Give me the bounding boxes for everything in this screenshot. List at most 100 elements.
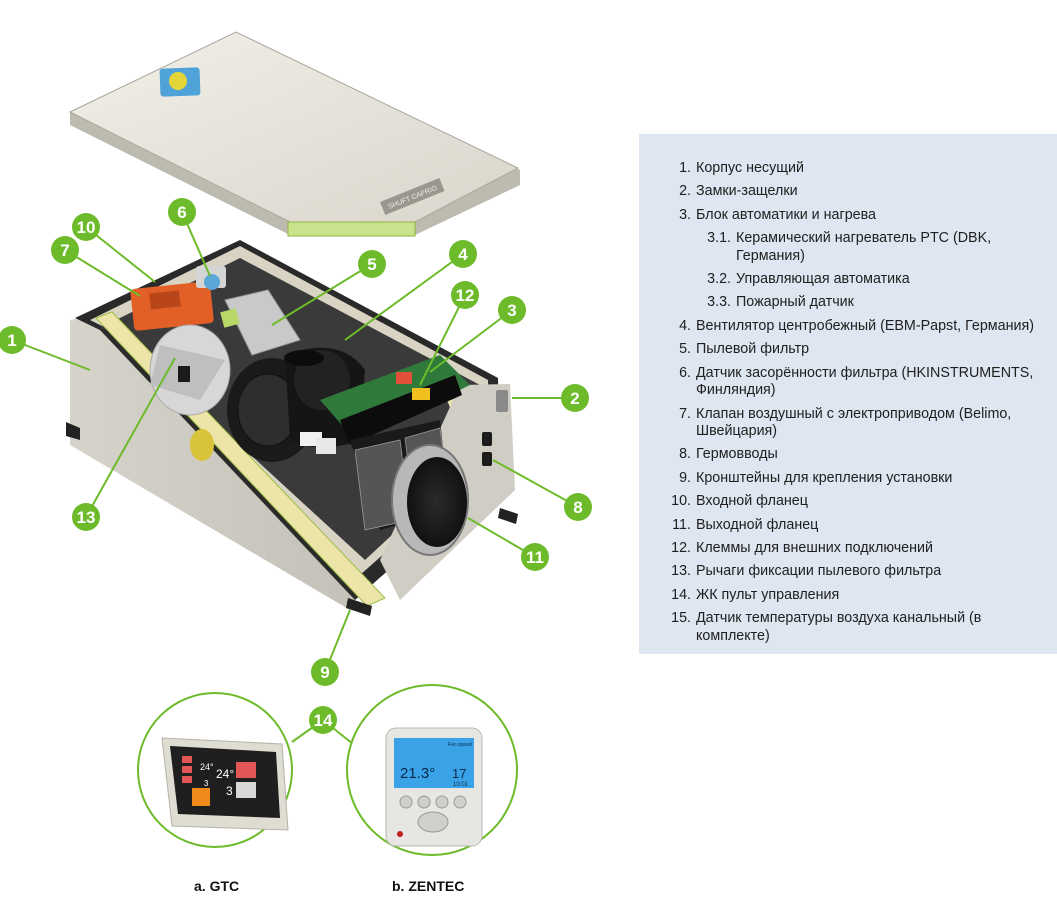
zentec-screen-small: 10:01 [453,782,469,788]
legend-item: 3.1. Керамический нагреватель PTC (DBK, Г… [639,230,1057,265]
legend-item-number: 3.3. [707,294,731,311]
legend-item-text: Корпус несущий [696,160,804,176]
legend-item: 11. Выходной фланец [639,517,1057,535]
cable-gland-1 [482,432,492,446]
legend-item: 3.3. Пожарный датчик [639,294,1057,312]
legend-item-number: 7. [679,405,691,422]
caption-zentec: b. ZENTEC [392,878,465,894]
unit-lid: SHUFT CAPRIO [68,31,520,237]
gtc-screen-t1: 24° [200,762,214,772]
legend-item-number: 11. [672,516,691,533]
callout-5: 5 [358,250,386,278]
caption-gtc: a. GTC [194,878,240,894]
callout-9: 9 [311,658,339,686]
legend-panel: 1. Корпус несущий 2. Замки-защелки 3. Блок ав… [639,134,1057,654]
legend-item-text: Кронштейны для крепления установки [696,469,953,486]
legend-item-number: 4. [679,317,691,334]
callout-13: 13 [72,503,100,531]
gtc-controller: 24° 24° 3 3 [137,692,293,848]
callout-7-number: 7 [60,241,69,260]
legend-item-number: 1. [679,160,691,176]
legend-item-text: ЖК пульт управления [696,586,840,603]
callout-6: 6 [168,198,196,226]
legend-item-number: 5. [679,341,691,358]
legend-list: 1. Корпус несущий 2. Замки-защелки 3. Блок ав… [639,160,1057,645]
legend-item-number: 12. [671,539,691,556]
zentec-screen-set: 17 [452,766,466,781]
callout-11-number: 11 [526,548,544,567]
legend-item-text: Входной фланец [696,493,808,510]
legend-item-text: Гермовводы [696,446,778,463]
legend-item-text: Управляющая автоматика [736,271,910,288]
callout-3-number: 3 [507,301,516,320]
legend-item-number: 9. [679,469,691,486]
callout-11: 11 [521,543,549,571]
callout-13-number: 13 [77,508,96,527]
callout-10: 10 [72,213,100,241]
dust-filter [224,289,301,356]
legend-item-text: Клапан воздушный с электроприводом (Beli… [696,405,1012,440]
callout-8-number: 8 [573,498,582,517]
gtc-screen-t3: 3 [204,779,209,788]
unit-logo [190,429,214,461]
legend-item: 12. Клеммы для внешних подключений [639,540,1057,558]
callout-7: 7 [51,236,79,264]
legend-item-number: 2. [679,183,691,200]
callout-12-number: 12 [456,286,475,305]
callout-10-number: 10 [77,218,96,237]
callout-1: 1 [0,326,26,354]
legend-item-number: 15. [671,610,691,627]
legend-item-text: Керамический нагреватель PTC (DBK, Герма… [736,230,992,264]
callout-3: 3 [498,296,526,324]
legend-item: 15. Датчик температуры воздуха канальный … [639,610,1057,645]
legend-item: 9. Кронштейны для крепления установки [639,470,1057,488]
gtc-power-icon [192,788,210,806]
legend-item-number: 3. [679,206,691,223]
legend-item: 2. Замки-защелки [639,183,1057,201]
callout-8: 8 [564,493,592,521]
legend-item: 3. Блок автоматики и нагрева [639,207,1057,225]
callout-lines [11,211,579,749]
legend-item-number: 14. [671,586,691,603]
callout-4: 4 [449,240,477,268]
legend-item-text: Датчик температуры воздуха канальный (в … [696,610,982,644]
callout-1-number: 1 [7,331,16,350]
filter-lever [178,366,190,382]
legend-item-text: Рычаги фиксации пылевого фильтра [696,563,942,580]
legend-item: 7. Клапан воздушный с электроприводом (Be… [639,406,1057,441]
legend-item: 1. Корпус несущий [639,160,1057,178]
gtc-screen-t2: 24° [216,767,234,781]
callout-4-number: 4 [458,245,468,264]
callout-2: 2 [561,384,589,412]
lid-nameplate [380,178,445,215]
gtc-screen-t4: 3 [226,784,233,798]
legend-item: 6. Датчик засорённости фильтра (HKINSTRUM… [639,365,1057,400]
legend-item-number: 10. [671,493,691,510]
legend-item: 4. Вентилятор центробежный (EBM-Papst, Ге… [639,318,1057,336]
filter-sensor [196,266,226,290]
air-damper [130,281,214,331]
filter-sensor-tag [220,308,240,328]
legend-item-number: 3.2. [707,271,731,288]
legend-item-text: Пожарный датчик [736,294,854,311]
legend-item: 8. Гермовводы [639,446,1057,464]
legend-item: 14. ЖК пульт управления [639,587,1057,605]
legend-item: 10. Входной фланец [639,493,1057,511]
legend-item-number: 6. [679,364,691,381]
callout-9-number: 9 [320,663,329,682]
legend-item-text: Вентилятор центробежный (EBM-Papst, Герм… [696,317,1034,334]
callout-6-number: 6 [177,203,186,222]
callout-14: 14 [309,706,337,734]
legend-item-text: Замки-защелки [696,183,798,200]
legend-item-number: 13. [671,563,691,580]
legend-item-number: 3.1. [707,230,731,247]
legend-item-text: Клеммы для внешних подключений [696,539,933,556]
legend-item-number: 8. [679,446,691,463]
callout-5-number: 5 [367,255,376,274]
legend-item-text: Выходной фланец [696,516,819,533]
legend-item-text: Блок автоматики и нагрева [696,206,876,223]
cable-gland-2 [482,452,492,466]
legend-item: 3.2. Управляющая автоматика [639,271,1057,289]
legend-item-text: Датчик засорённости фильтра (HKINSTRUMEN… [696,364,1034,399]
